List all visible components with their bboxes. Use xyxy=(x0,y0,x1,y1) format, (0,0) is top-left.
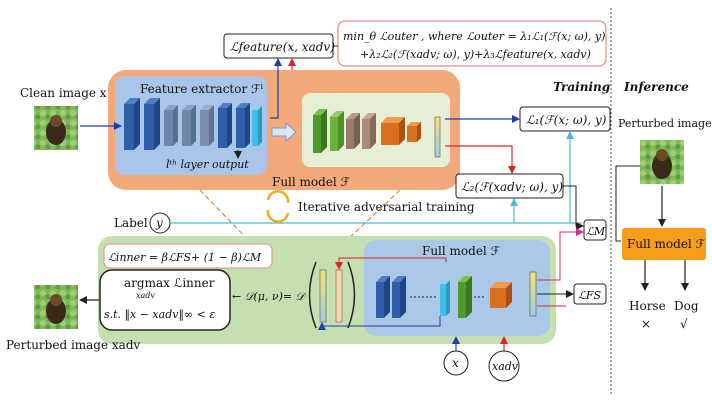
iterative-icon xyxy=(266,190,290,223)
argmax-box xyxy=(99,269,231,331)
feature-bar-adv xyxy=(335,269,343,323)
right-paren xyxy=(347,261,356,329)
objective-box xyxy=(337,20,607,67)
clean-image-label: Clean image x xyxy=(20,86,107,100)
full-model-bottom-label: Full model ℱ xyxy=(422,244,501,258)
lm-label: ℒM xyxy=(586,225,606,238)
perturbed-adv-label: Perturbed image xadv xyxy=(6,338,141,352)
layer-output-label: lᵗʰ layer output xyxy=(166,158,249,171)
lfs-label: ℒFS xyxy=(578,289,602,302)
objective-line1: min_θ ℒouter , where ℒouter = λ₁ℒ₁(ℱ(x; … xyxy=(343,30,605,43)
bottom-layers xyxy=(376,271,537,318)
full-model-inference-box xyxy=(622,228,706,260)
feature-feedback-blue xyxy=(318,316,441,330)
lm-box xyxy=(583,219,607,241)
inference-input-line xyxy=(615,165,640,242)
y-node-label: y xyxy=(155,216,163,230)
head-to-l2-arrow xyxy=(445,145,516,174)
feature-extractor-label: Feature extractor ℱˡ xyxy=(140,82,263,96)
argmax-sub-label: xadv xyxy=(136,291,155,300)
divergence-label: ← 𝒟(μ, ν)= 𝒟 xyxy=(232,290,307,303)
clean-dog-image xyxy=(34,106,78,150)
x-node-label: x xyxy=(452,356,459,370)
dashed-connector-right xyxy=(344,189,401,243)
label-text: Label xyxy=(114,216,148,230)
constraint-label: s.t. ‖x − xadv‖∞ < ε xyxy=(104,308,215,322)
l-inner-label: ℒinner = βℒFS+ (1 − β)ℒM xyxy=(108,251,262,264)
left-paren xyxy=(308,261,317,329)
l2-label: ℒ₂(ℱ(xadv; ω), y) xyxy=(461,180,563,194)
model-to-lm-arrow xyxy=(537,228,584,281)
argmax-label: argmax ℒinner xyxy=(124,276,215,290)
horse-label: Horse xyxy=(629,299,666,313)
training-header: Training xyxy=(553,80,610,94)
lfs-box xyxy=(573,283,607,305)
full-model-top-label: Full model ℱ xyxy=(272,175,351,189)
xadv-node-label: xadv xyxy=(492,360,519,373)
check-mark: √ xyxy=(680,317,688,331)
full-model-bottom-box xyxy=(364,240,550,336)
l2-to-lm-arrow xyxy=(563,185,584,230)
classifier-layers xyxy=(313,109,441,158)
feature-layers xyxy=(124,98,262,150)
objective-line2: +λ₂ℒ₂(ℱ(xadv; ω), y)+λ₃ℒfeature(x, xadv) xyxy=(360,48,591,61)
hollow-arrow xyxy=(271,121,297,143)
l-inner-box xyxy=(103,243,273,269)
perturbed-dog-image-left xyxy=(34,285,78,329)
cross-mark: × xyxy=(641,317,651,331)
extractor-to-lfeature-arrow xyxy=(270,58,282,119)
l1-label: ℒ₁(ℱ(x; ω), y) xyxy=(526,113,607,127)
full-model-inference-label: Full model ℱ xyxy=(627,237,706,251)
inference-header: Inference xyxy=(623,80,689,94)
dog-label: Dog xyxy=(674,299,699,313)
perturbed-image-label: Perturbed image xyxy=(618,117,712,130)
dashed-connector-left xyxy=(199,189,251,243)
iterative-label: Iterative adversarial training xyxy=(298,200,475,214)
l-feature-label: ℒfeature(x, xadv) xyxy=(230,40,335,54)
l1-box xyxy=(519,106,611,132)
feature-feedback-red xyxy=(335,257,447,270)
perturbed-dog-image-right xyxy=(640,140,684,184)
feature-bar-clean xyxy=(319,269,327,323)
